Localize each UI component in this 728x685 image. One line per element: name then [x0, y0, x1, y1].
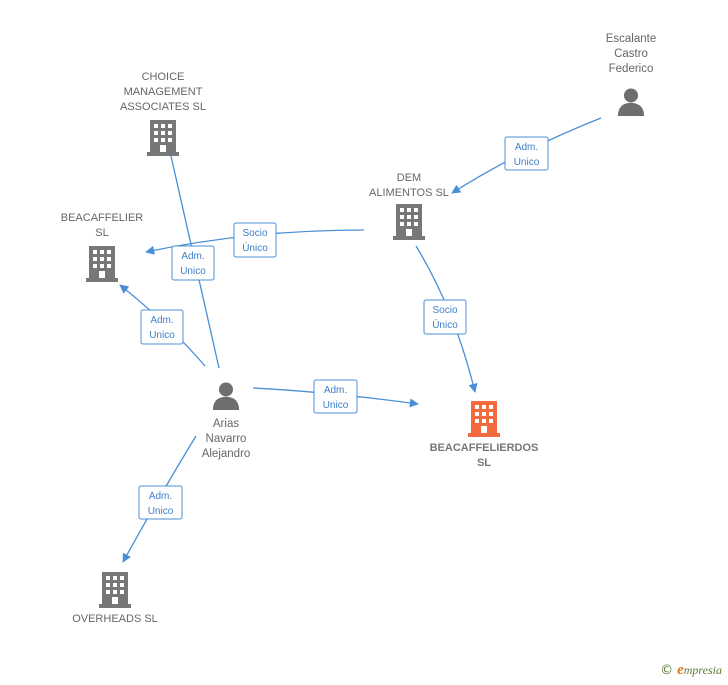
node-label: BEACAFFELIERDOS: [430, 442, 539, 454]
edge-arias-to-choice: Adm. Unico: [163, 133, 220, 369]
edge-label-box[interactable]: [138, 485, 183, 520]
edge-label-box[interactable]: [233, 222, 277, 258]
edges-layer: Adm.UnicoSocioÚnicoSocioÚnicoAdm.UnicoAd…: [119, 117, 602, 563]
node-label: BEACAFFELIER: [61, 212, 144, 224]
edge-label-text: Adm.: [181, 251, 204, 262]
node-label: CHOICE: [142, 71, 185, 83]
node-label: SL: [477, 457, 491, 469]
edge-label-text: Único: [432, 318, 458, 331]
edge-arias-to-overheads: Adm. Unico: [122, 435, 197, 563]
copyright-icon: ©: [660, 663, 674, 678]
edge-label-text: Unico: [180, 266, 206, 277]
person-icon: [212, 382, 240, 410]
edge-arias-to-beacaffelierdos: Adm. Unico: [252, 379, 419, 414]
edge-label-text: Socio: [432, 305, 457, 316]
node-label: SL: [95, 227, 108, 239]
edge-escalante-to-dem: Adm. Unico: [451, 117, 602, 194]
edge-label-text: Unico: [148, 506, 174, 517]
edge-label-text: Unico: [149, 330, 175, 341]
edge-label-box[interactable]: [171, 245, 215, 281]
building-icon: [393, 204, 425, 240]
edge-arias-to-beacaffelier: Adm. Unico: [119, 284, 206, 367]
edge-label-text: Adm.: [324, 385, 347, 396]
node-label: Arias: [213, 418, 239, 430]
edge-label-text: Unico: [323, 400, 349, 411]
edge-label-box[interactable]: [313, 379, 358, 414]
node-label: Alejandro: [202, 448, 251, 460]
edge-label-text: Adm.: [150, 315, 173, 326]
node-label: ALIMENTOS SL: [369, 187, 449, 199]
footer-brand: © empresia: [660, 662, 722, 679]
node-dem[interactable]: DEM ALIMENTOS SL: [369, 172, 449, 240]
node-label: DEM: [397, 172, 421, 184]
node-beacaffelierdos[interactable]: BEACAFFELIERDOS SL: [430, 401, 539, 469]
building-icon: [99, 572, 131, 608]
edge-label-box[interactable]: [504, 136, 549, 171]
edge-label-text: Adm.: [149, 491, 172, 502]
building-icon: [86, 246, 118, 282]
person-icon: [617, 88, 645, 116]
node-label: MANAGEMENT: [124, 86, 203, 98]
node-label: Castro: [614, 48, 648, 60]
node-label: ASSOCIATES SL: [120, 101, 206, 113]
node-label: OVERHEADS SL: [72, 613, 158, 625]
edge-label-box[interactable]: [423, 299, 467, 335]
edge-label-text: Unico: [514, 157, 540, 168]
node-choice[interactable]: CHOICE MANAGEMENT ASSOCIATES SL: [120, 71, 206, 156]
node-label: Escalante: [606, 33, 657, 45]
building-icon: [147, 120, 179, 156]
edge-label-text: Único: [242, 241, 268, 254]
node-overheads[interactable]: OVERHEADS SL: [72, 572, 158, 625]
node-label: Navarro: [206, 433, 247, 445]
edge-label-box[interactable]: [140, 309, 184, 345]
brand-logo[interactable]: empresia: [677, 662, 722, 678]
nodes-layer: CHOICE MANAGEMENT ASSOCIATES SL EscalanteCa…: [61, 33, 657, 625]
node-label: Federico: [609, 63, 654, 75]
building-icon: [468, 401, 500, 437]
edge-label-text: Socio: [242, 228, 267, 239]
node-beacaffelier[interactable]: BEACAFFELIER SL: [61, 212, 144, 282]
edge-label-text: Adm.: [515, 142, 538, 153]
